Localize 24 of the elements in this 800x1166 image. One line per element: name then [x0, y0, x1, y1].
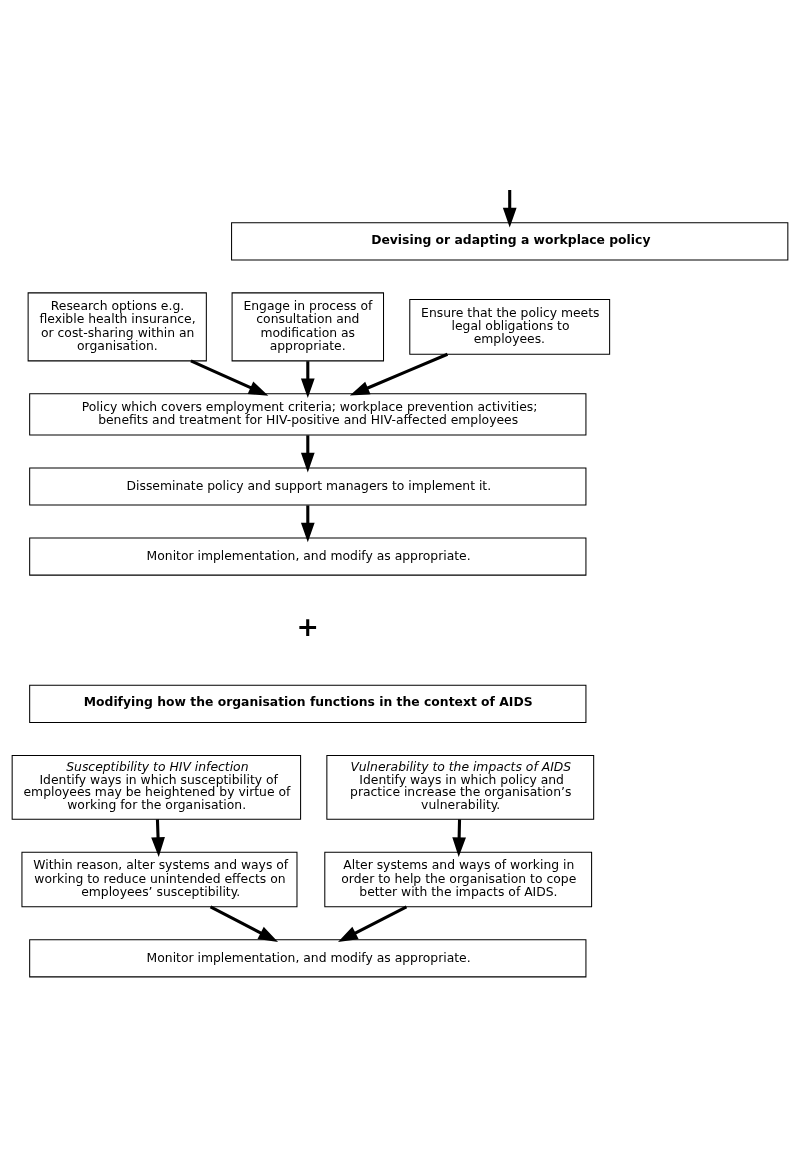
arrow — [338, 905, 408, 942]
arrow — [300, 361, 315, 399]
arrow — [300, 505, 315, 543]
node-box: Susceptibility to HIV infection Identify ways in which susceptibility of employees may be heightened by virtue of working for the organisation. — [11, 754, 302, 820]
node-box: Alter systems and ways of working in order to help the organisation to cope better with the impacts of AIDS. — [324, 851, 593, 908]
node-box: Research options e.g. flexible health insurance, or cost-sharing within an organisation. — [27, 292, 207, 362]
node-box: Disseminate policy and support managers to implement it. — [29, 467, 587, 506]
node-box: Engage in process of consultation and modification as appropriate. — [231, 292, 385, 362]
node-box: Monitor implementation, and modify as appropriate. — [29, 939, 587, 978]
node-box: Policy which covers employment criteria; workplace prevention activities; benefits and treatment for HIV-positive and HIV-affected employees — [29, 393, 587, 436]
label: + — [296, 610, 319, 642]
node-box: Ensure that the policy meets legal obligations to employees. — [409, 299, 611, 355]
arrow — [190, 359, 269, 396]
arrow — [502, 190, 517, 228]
arrow — [452, 819, 466, 857]
node-box: Monitor implementation, and modify as appropriate. — [29, 537, 587, 576]
node-box: Within reason, alter systems and ways of working to reduce unintended effects on employees’ susceptibility. — [21, 851, 298, 908]
arrow — [300, 435, 315, 473]
arrow — [209, 905, 279, 942]
node-box: Devising or adapting a workplace policy — [231, 222, 789, 261]
node-box: Vulnerability to the impacts of AIDS Identify ways in which policy and practice increase the organisation’s vulnerability. — [326, 754, 595, 820]
node-box: Modifying how the organisation functions in the context of AIDS — [29, 684, 587, 723]
arrow — [151, 819, 165, 857]
arrow — [349, 352, 449, 396]
